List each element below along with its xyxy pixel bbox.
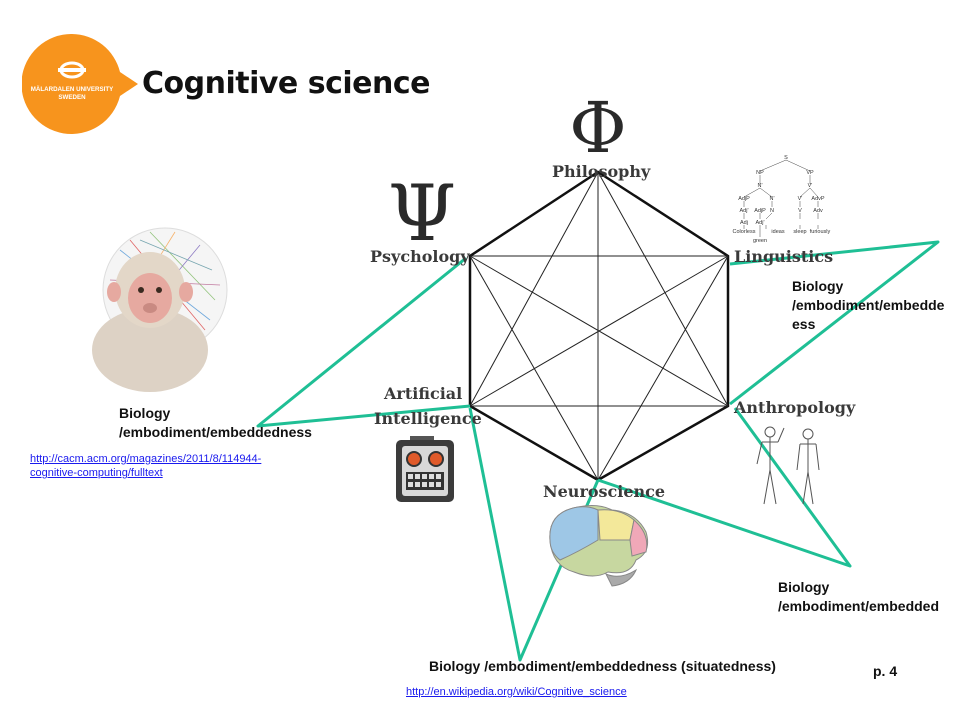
biology-label-right-top-line3: ess	[792, 316, 816, 332]
hexagon-connection-lines	[469, 171, 729, 481]
tree-v: V	[798, 208, 802, 214]
tree-adjp-2: AdjP	[754, 208, 766, 214]
tree-word-sleep: sleep	[793, 229, 806, 235]
label-philosophy: Philosophy	[552, 162, 651, 181]
slide-title: Cognitive science	[142, 66, 430, 101]
cacm-link-line2[interactable]: cognitive-computing/fulltext	[30, 467, 163, 479]
tree-word-ideas: ideas	[771, 229, 784, 235]
parse-tree-icon: S NP VP N' V' AdjP N' V' AdvP Adj' AdjP …	[733, 155, 831, 244]
biology-label-right-bottom: Biology /embodiment/embedded	[778, 578, 939, 616]
tree-v-bar-2: V'	[798, 196, 803, 202]
tree-vp: VP	[806, 170, 814, 176]
tree-advp: AdvP	[811, 196, 824, 202]
psi-icon: Ψ	[388, 169, 456, 259]
tree-adj-bar-2: Adj'	[756, 220, 765, 226]
tree-word-green: green	[753, 238, 767, 244]
label-anthropology: Anthropology	[733, 398, 856, 417]
tree-adj: Adj	[740, 220, 748, 226]
tree-word-colorless: Colorless	[733, 229, 756, 235]
logo-text-line1: MÄLARDALEN UNIVERSITY	[31, 86, 114, 93]
logo-emblem-icon	[58, 61, 86, 79]
biology-label-right-top-line1: Biology	[792, 278, 844, 294]
label-ai-line1: Artificial	[383, 384, 462, 403]
tree-np: NP	[756, 170, 764, 176]
monkey-neural-image	[92, 227, 228, 392]
university-logo: MÄLARDALEN UNIVERSITY SWEDEN	[22, 34, 138, 134]
tree-n: N	[770, 208, 774, 214]
tree-n-bar: N'	[757, 183, 762, 189]
biology-label-right-bottom-line1: Biology	[778, 579, 830, 595]
human-figures-icon	[756, 426, 820, 505]
biology-label-left: Biology /embodiment/embeddedness	[119, 404, 312, 442]
cacm-link[interactable]: http://cacm.acm.org/magazines/2011/8/114…	[30, 452, 261, 480]
brain-icon	[549, 505, 649, 587]
tree-word-furiously: furiously	[810, 229, 831, 235]
tree-n-bar-2: N'	[769, 196, 774, 202]
cacm-link-line1[interactable]: http://cacm.acm.org/magazines/2011/8/114…	[30, 453, 262, 465]
robot-icon	[396, 436, 454, 502]
tree-adj-bar: Adj'	[740, 208, 749, 214]
label-ai-line2: Intelligence	[374, 409, 482, 428]
biology-label-bottom: Biology /embodiment/embeddedness (situat…	[429, 658, 776, 674]
tree-s: S	[784, 155, 788, 161]
phi-icon: Φ	[569, 87, 626, 169]
tree-adv: Adv	[813, 208, 823, 214]
biology-label-right-bottom-line2: /embodiment/embedded	[778, 598, 940, 614]
biology-label-right-top-line2: /embodiment/embedde	[792, 297, 945, 313]
hexagon	[468, 170, 730, 482]
biology-label-left-line2: /embodiment/embeddedness	[119, 424, 312, 440]
label-psychology: Psychology	[370, 247, 470, 266]
tree-v-bar: V'	[808, 183, 813, 189]
page-number: p. 4	[873, 663, 898, 679]
label-linguistics: Linguistics	[734, 247, 833, 266]
wikipedia-link[interactable]: http://en.wikipedia.org/wiki/Cognitive_s…	[406, 686, 627, 698]
tree-adjp: AdjP	[738, 196, 750, 202]
logo-text-line2: SWEDEN	[58, 94, 86, 101]
biology-label-right-top: Biology /embodiment/embedde ess	[792, 277, 944, 334]
biology-label-left-line1: Biology	[119, 405, 171, 421]
label-neuroscience: Neuroscience	[543, 482, 665, 501]
